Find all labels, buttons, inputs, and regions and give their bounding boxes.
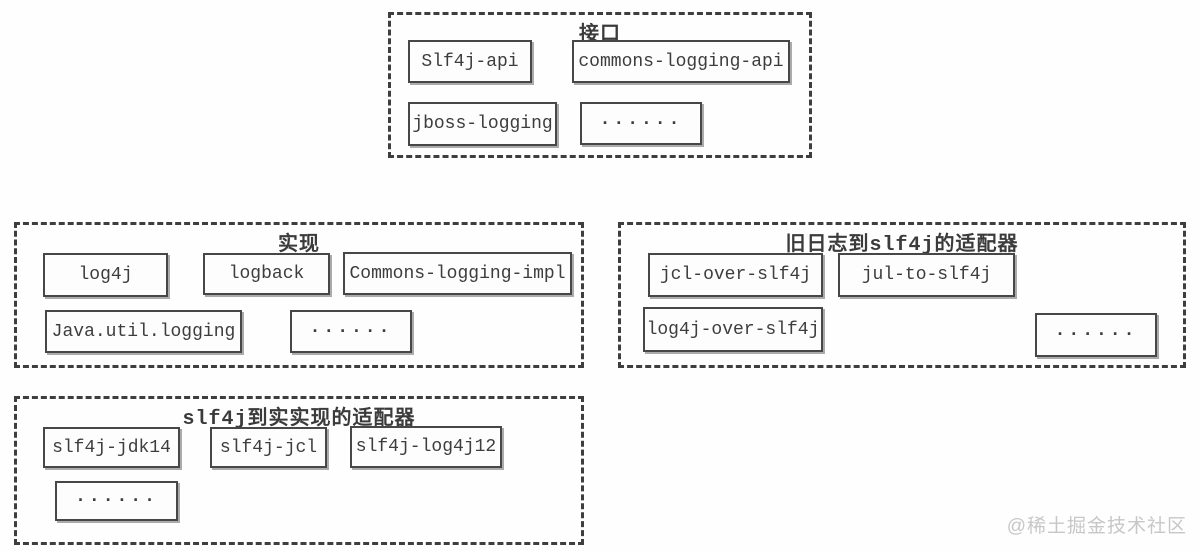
- node-slf4j-adapters-more: ······: [55, 481, 178, 521]
- node-jboss-logging: jboss-logging: [408, 102, 557, 146]
- node-slf4j-log4j12: slf4j-log4j12: [350, 426, 502, 468]
- group-old-logging-to-slf4j-adapters: 旧日志到slf4j的适配器 jcl-over-slf4j jul-to-slf4…: [618, 222, 1186, 368]
- node-interface-more: ······: [580, 102, 702, 145]
- group-interface: 接口 Slf4j-api commons-logging-api jboss-l…: [388, 12, 812, 158]
- node-slf4j-api: Slf4j-api: [408, 40, 532, 83]
- node-log4j: log4j: [43, 253, 168, 297]
- node-commons-logging-api: commons-logging-api: [572, 40, 790, 83]
- group-old-logging-to-slf4j-adapters-title: 旧日志到slf4j的适配器: [785, 234, 1019, 257]
- node-log4j-over-slf4j: log4j-over-slf4j: [643, 307, 823, 352]
- node-old-adapters-more: ······: [1035, 313, 1157, 357]
- group-slf4j-to-impl-adapters-title: slf4j到实实现的适配器: [182, 408, 416, 431]
- node-java-util-logging: Java.util.logging: [45, 310, 242, 353]
- group-implementations: 实现 log4j logback Commons-logging-impl Ja…: [14, 222, 584, 368]
- node-implementations-more: ······: [290, 310, 412, 353]
- node-logback: logback: [203, 253, 330, 295]
- watermark: @稀土掘金技术社区: [1006, 516, 1187, 537]
- node-commons-logging-impl: Commons-logging-impl: [343, 252, 572, 295]
- node-slf4j-jdk14: slf4j-jdk14: [43, 427, 180, 468]
- node-slf4j-jcl: slf4j-jcl: [210, 427, 327, 468]
- group-slf4j-to-impl-adapters: slf4j到实实现的适配器 slf4j-jdk14 slf4j-jcl slf4…: [14, 396, 584, 545]
- group-implementations-title: 实现: [278, 234, 320, 257]
- node-jcl-over-slf4j: jcl-over-slf4j: [648, 253, 823, 297]
- node-jul-to-slf4j: jul-to-slf4j: [838, 253, 1015, 297]
